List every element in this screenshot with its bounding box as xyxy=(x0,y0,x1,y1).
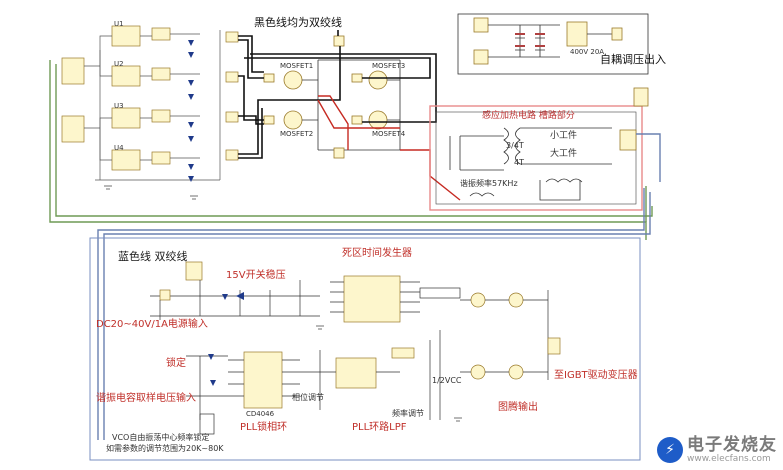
mosfet1-label: MOSFET1 xyxy=(280,62,314,70)
voltage-label: 1/2VCC xyxy=(432,376,462,385)
twisted-black-label: 黑色线均为双绞线 xyxy=(254,16,342,29)
blue-wires xyxy=(97,133,661,440)
igbt-drive-label: 至IGBT驱动变压器 xyxy=(554,370,638,381)
control-board-frame xyxy=(89,237,641,461)
freq-adjust-label: 频率调节 xyxy=(392,409,424,418)
mosfet2-label: MOSFET2 xyxy=(280,130,314,138)
blue-twisted-label: 蓝色线 双绞线 xyxy=(118,250,188,263)
logo-name: 电子发烧友 xyxy=(687,434,777,455)
bridge-out-label: 图腾输出 xyxy=(498,402,538,413)
driver-channels xyxy=(61,25,239,181)
control-diodes xyxy=(208,292,244,386)
workpiece-small-label: 小工件 xyxy=(550,131,578,141)
lock-label: 锁定 xyxy=(166,358,186,369)
phase-adjust-label: 相位调节 xyxy=(292,393,324,402)
resonant-freq-label: 谐振频率57KHz xyxy=(460,179,518,188)
vco-note-line1: VCO自由振荡中心频率锁定 xyxy=(112,433,210,442)
pll-phase-label: PLL锁相环 xyxy=(240,422,288,433)
logo-url: www.elecfans.com xyxy=(687,453,771,464)
u4-label: U4 xyxy=(114,144,124,152)
black-twisted-wires xyxy=(238,30,437,159)
heating-tank-circuit xyxy=(429,87,649,211)
u2-label: U2 xyxy=(114,60,124,68)
logo-icon: ⚡ xyxy=(657,437,683,464)
green-wires xyxy=(49,60,653,240)
mosfet4-label: MOSFET4 xyxy=(372,130,406,138)
regulator-label: 15V开关稳压 xyxy=(226,270,286,281)
auto-transformer-label: 自耦调压出入 xyxy=(600,53,666,66)
site-logo: ⚡ 电子发烧友 www.elecfans.com xyxy=(657,434,777,464)
workpiece-large-label: 大工件 xyxy=(550,149,578,159)
dc-input-label: DC20~40V/1A电源输入 xyxy=(96,319,208,330)
u3-label: U3 xyxy=(114,102,124,110)
turns-3-label: 3/4T xyxy=(506,141,524,150)
filter-caps xyxy=(515,33,545,47)
cap-out-label: 400V 20A xyxy=(570,48,605,56)
pll-lpf-label: PLL环路LPF xyxy=(352,422,407,433)
channel-diodes xyxy=(188,40,194,182)
mosfet3-label: MOSFET3 xyxy=(372,62,406,70)
resonant-sample-label: 谐振电容取样电压输入 xyxy=(96,393,196,404)
rectifier-filter xyxy=(457,13,649,75)
deadtime-gen-label: 死区时间发生器 xyxy=(342,248,412,259)
control-board-components xyxy=(150,261,561,435)
mosfet-bridge xyxy=(263,35,401,159)
heating-circuit-label: 感应加热电路 槽路部分 xyxy=(482,111,575,121)
cd4046-label: CD4046 xyxy=(246,410,275,418)
turns-4-label: 4T xyxy=(514,158,524,167)
u1-label: U1 xyxy=(114,20,124,28)
ground-marks xyxy=(104,185,462,422)
vco-note-line2: 如需参数的调节范围为20K~80K xyxy=(106,444,224,453)
